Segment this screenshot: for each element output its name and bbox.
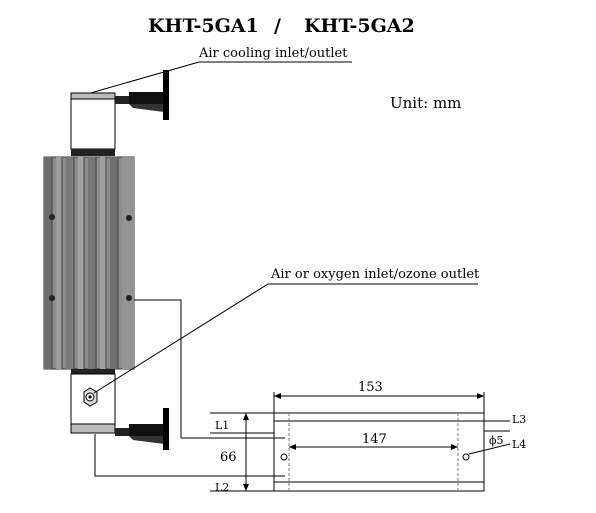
title-separator: / — [274, 15, 281, 37]
title-model-b: KHT-5GA2 — [304, 15, 415, 37]
top-bracket — [115, 70, 169, 120]
mounting-plate — [273, 412, 485, 492]
ozone-label: Air or oxygen inlet/ozone outlet — [270, 267, 480, 282]
wire-upper — [134, 299, 285, 439]
bottom-cap — [70, 369, 116, 434]
title-model-a: KHT-5GA1 — [148, 15, 259, 37]
gas-fitting-icon — [83, 387, 98, 407]
dim-l1-label: L1 — [215, 419, 229, 432]
finned-body — [43, 156, 135, 370]
dim-153-label: 153 — [358, 380, 383, 395]
wire-lower — [94, 434, 285, 477]
air-cooling-label: Air cooling inlet/outlet — [198, 46, 348, 61]
dim-hole-label: ϕ5 — [489, 434, 504, 447]
dim-66-label: 66 — [220, 450, 237, 465]
dim-l4-label: L4 — [512, 438, 526, 451]
dim-l2-label: L2 — [215, 481, 229, 494]
dim-l3-label: L3 — [512, 413, 526, 426]
unit-label: Unit: mm — [390, 94, 461, 112]
top-cap — [70, 92, 116, 156]
bottom-bracket — [115, 408, 169, 450]
air-cooling-leader — [86, 61, 200, 95]
dim-147-label: 147 — [362, 432, 387, 447]
